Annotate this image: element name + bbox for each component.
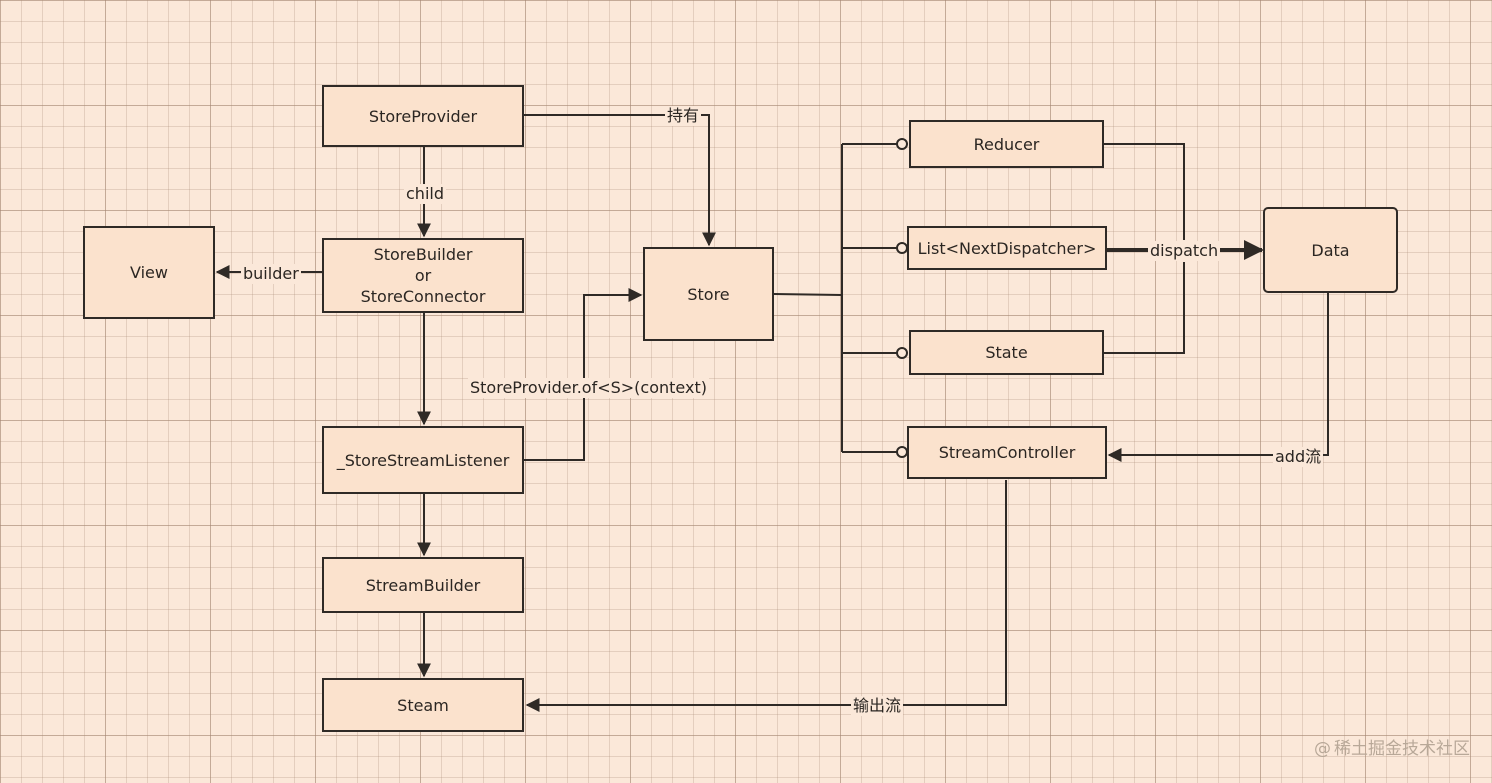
node-next-dispatcher-label: List<NextDispatcher> xyxy=(917,238,1097,258)
state-connector-circle xyxy=(896,347,908,359)
edge-label-of-context: StoreProvider.of<S>(context) xyxy=(468,378,709,398)
node-store-provider-label: StoreProvider xyxy=(368,106,478,126)
node-store-builder-line3: StoreConnector xyxy=(360,287,486,306)
node-stream-builder[interactable]: StreamBuilder xyxy=(322,557,524,613)
reducer-connector-circle xyxy=(896,138,908,150)
watermark-text: 稀土掘金技术社区 xyxy=(1334,739,1470,759)
node-store-provider[interactable]: StoreProvider xyxy=(322,85,524,147)
node-store-stream-listener[interactable]: _StoreStreamListener xyxy=(322,426,524,494)
edge-state-loop xyxy=(1104,262,1185,354)
watermark: @稀土掘金技术社区 xyxy=(1314,734,1470,759)
edge-label-builder: builder xyxy=(241,264,301,284)
node-steam-label: Steam xyxy=(397,695,449,715)
node-store-label: Store xyxy=(687,284,730,304)
node-state[interactable]: State xyxy=(909,330,1104,375)
edge-controller-to-steam xyxy=(525,480,1007,712)
node-store-builder-line1: StoreBuilder xyxy=(373,245,473,264)
node-store-builder[interactable]: StoreBuilder or StoreConnector xyxy=(322,238,524,313)
node-reducer-label: Reducer xyxy=(973,134,1040,154)
edge-store-bus xyxy=(773,293,843,296)
edge-label-hold: 持有 xyxy=(665,106,702,126)
controller-connector-circle xyxy=(896,446,908,458)
node-stream-controller[interactable]: StreamController xyxy=(907,426,1107,479)
node-steam[interactable]: Steam xyxy=(322,678,524,732)
edge-data-to-controller xyxy=(1107,293,1329,462)
at-sign-icon: @ xyxy=(1314,739,1331,759)
node-state-label: State xyxy=(985,343,1028,362)
edge-provider-to-store xyxy=(524,114,716,247)
node-store-builder-line2: or xyxy=(414,266,432,285)
node-reducer[interactable]: Reducer xyxy=(909,120,1104,168)
node-stream-builder-label: StreamBuilder xyxy=(365,575,481,595)
node-data-label: Data xyxy=(1311,240,1350,260)
edge-listener-to-store xyxy=(524,288,643,461)
node-next-dispatcher[interactable]: List<NextDispatcher> xyxy=(907,226,1107,270)
edge-label-dispatch: dispatch xyxy=(1148,241,1221,261)
node-view-label: View xyxy=(130,263,168,282)
node-data[interactable]: Data xyxy=(1263,207,1398,293)
edge-label-child: child xyxy=(404,184,446,204)
node-stream-controller-label: StreamController xyxy=(938,443,1076,462)
edge-reducer-loop xyxy=(1104,143,1185,240)
node-store[interactable]: Store xyxy=(643,247,774,341)
dispatcher-connector-circle xyxy=(896,242,908,254)
edge-label-output-stream: 输出流 xyxy=(851,696,904,716)
node-store-stream-listener-label: _StoreStreamListener xyxy=(336,450,510,470)
node-view[interactable]: View xyxy=(83,226,215,319)
edge-label-add-stream: add流 xyxy=(1273,447,1324,467)
